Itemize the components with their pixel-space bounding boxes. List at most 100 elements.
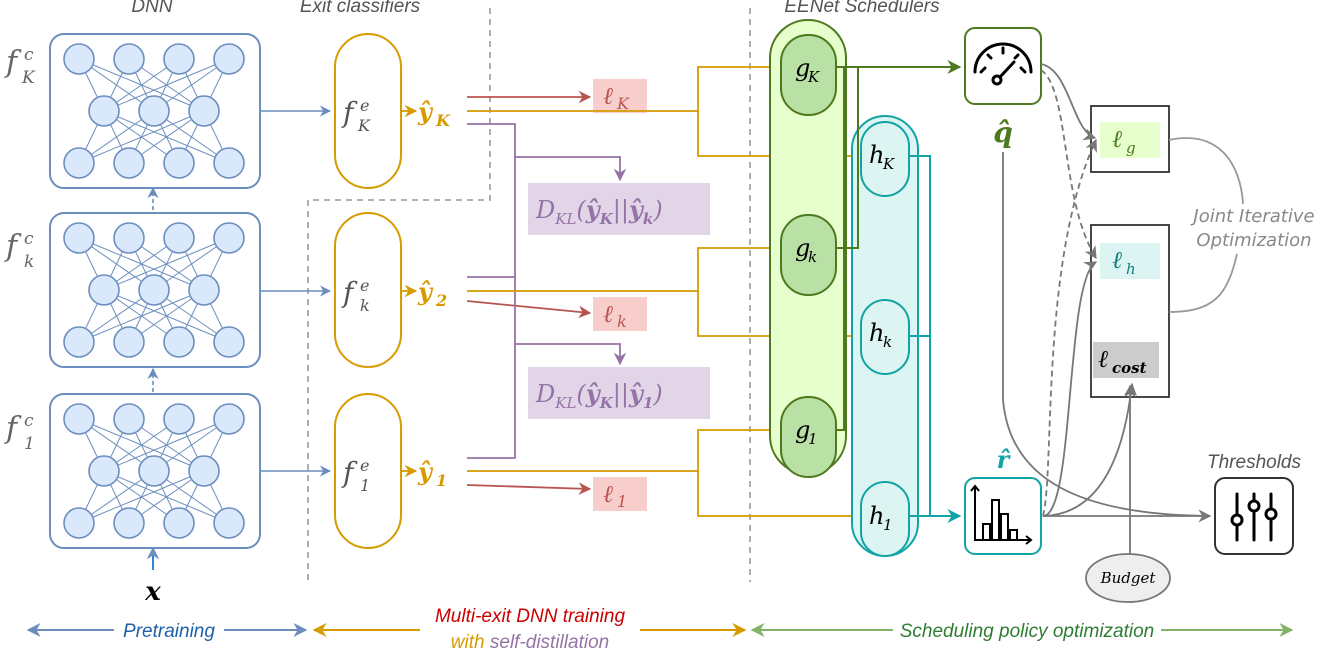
phase-label-scheduling-bg [893,618,1161,642]
g-label-1: g1 [795,416,818,448]
dnn-label-1: f c 1 [4,411,35,454]
budget-label: Budget [1100,569,1157,587]
loss-label-1: ℓ 1 [603,480,627,511]
joint-optimization-line1: Joint Iterative [1190,206,1314,227]
svg-text:1: 1 [360,476,370,495]
separator-left [307,8,491,582]
phase-label-scheduling: Scheduling policy optimization [900,621,1155,642]
svg-text:ℓ: ℓ [603,480,613,508]
svg-text:K: K [435,111,451,130]
dnn-label-k: f c k [4,229,34,272]
svg-text:k: k [808,248,817,266]
sliders-icon [1230,492,1278,542]
dnn-neuron [163,222,195,254]
output-yhat-K: ŷ K [417,97,451,130]
svg-text:ℓ: ℓ [1098,345,1108,373]
h-label-K: hK [869,141,895,173]
dnn-neuron [213,147,245,179]
phase-label-multi-exit-bg [420,604,640,654]
g-label-K: gK [795,54,820,86]
dnn-block-k [49,212,261,368]
svg-text:g: g [795,234,810,262]
dnn-neuron [113,43,145,75]
svg-text:cost: cost [1112,359,1147,377]
output-yhat-2: ŷ 2 [417,277,447,310]
loss-arrow-k [466,300,592,319]
loss-box-K [593,79,647,113]
input-label-x: x [144,577,161,607]
h-node-K [860,121,910,197]
dnn-neuron [163,326,195,358]
h-node-1 [860,481,910,557]
dnn-neuron [113,403,145,435]
svg-text:1: 1 [808,430,818,448]
dnn-neuron [88,274,120,306]
svg-text:K: K [357,116,371,135]
dnn-neuron [138,274,170,306]
dnn-neuron [188,95,220,127]
dnn-neuron [63,403,95,435]
svg-text:f: f [4,229,22,264]
kl-label-k: DKL(ŷK||ŷk) [535,195,663,228]
svg-text:g: g [795,416,810,444]
phase-label-pretraining: Pretraining [123,621,215,642]
svg-text:k: k [883,333,892,351]
dnn-neuron [163,507,195,539]
dnn-label-K: f c K [4,45,36,88]
dnn-neuron [163,147,195,179]
svg-text:1: 1 [883,516,893,534]
loss-label-K: ℓ K [603,82,630,113]
svg-text:h: h [869,502,884,530]
kl-label-1: DKL(ŷK||ŷ1) [535,379,663,412]
svg-text:k: k [24,252,34,272]
loss-box-1 [593,477,647,511]
phase-label-pretraining-bg [114,618,224,642]
svg-text:k: k [360,296,370,315]
gauge-icon [973,42,1033,86]
header-dnn: DNN [131,0,172,17]
lg-fill [1100,122,1160,158]
g-wiring [836,60,962,431]
joint-optimization-bg [1188,204,1320,254]
svg-text:ℓ: ℓ [603,300,613,328]
dnn-block-1 [49,393,261,549]
kl-box-1 [528,367,710,419]
output-yhat-1: ŷ 1 [417,457,447,490]
q-hat-label: q̂ [993,116,1013,149]
kl-box-k [528,183,710,235]
g-node-1 [780,396,837,478]
svg-text:ℓ: ℓ [1112,125,1122,153]
dnn-neuron [113,507,145,539]
svg-text:ℓ: ℓ [1112,246,1122,274]
joint-optimization-line2: Optimization [1196,230,1311,251]
svg-text:1: 1 [436,471,447,490]
g-node-k [780,214,837,296]
svg-text:e: e [360,456,369,475]
dnn-neuron [113,222,145,254]
phase-label-multi-exit-2: with self-distillation [451,632,609,653]
svg-text:g: g [795,54,810,82]
lcost-fill [1093,342,1159,378]
header-thresholds: Thresholds [1207,452,1301,473]
svg-text:c: c [24,229,34,249]
dnn-neuron [63,222,95,254]
r-hat-label: r̂ [997,445,1012,474]
exit-classifier-k [334,212,402,368]
loss-box-k [593,297,647,331]
dnn-neuron [113,147,145,179]
header-exit-classifiers: Exit classifiers [300,0,421,17]
svg-text:f: f [4,45,22,80]
svg-text:K: K [616,94,630,113]
dnn-neuron [163,403,195,435]
svg-text:K: K [21,68,36,88]
h-label-k: hk [869,319,892,351]
dnn-neuron [88,95,120,127]
header-eenet-schedulers: EENet Schedulers [784,0,940,17]
dnn-neuron [213,43,245,75]
dnn-neuron [213,403,245,435]
svg-text:g: g [1126,139,1136,157]
svg-text:e: e [360,96,369,115]
histogram-box [964,477,1042,555]
phase-label-multi-exit: Multi-exit DNN training [435,606,625,627]
